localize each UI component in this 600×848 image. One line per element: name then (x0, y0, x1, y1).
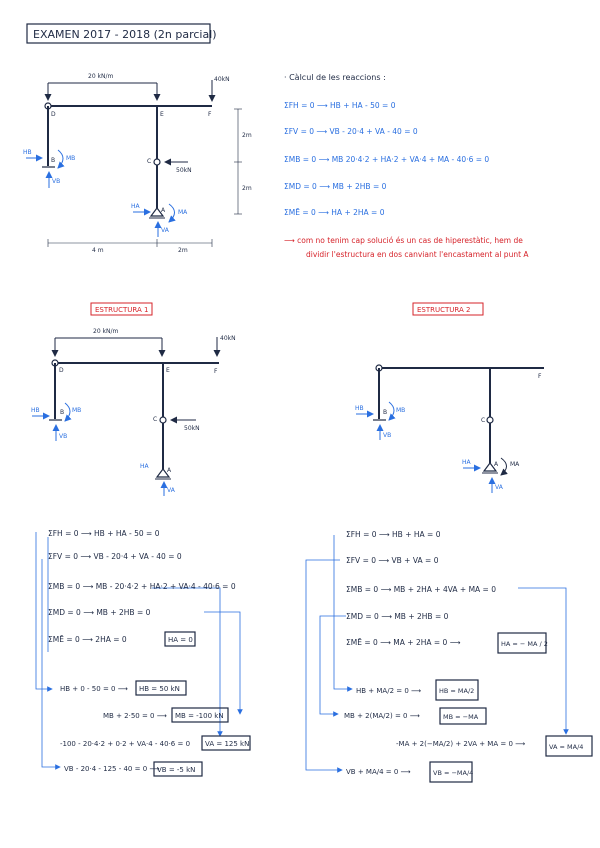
svg-text:VB: VB (52, 178, 60, 185)
s1-result-ha: HA = 0 (168, 636, 193, 644)
svg-text:HA: HA (140, 463, 150, 470)
svg-text:HA: HA (131, 203, 141, 210)
calc-eq-2: ΣFV = 0 ⟶ VB - 20·4 + VA - 40 = 0 (284, 127, 418, 136)
svg-text:2m: 2m (242, 132, 252, 139)
svg-text:F: F (538, 373, 542, 380)
s2-eq-1: ΣFH = 0 ⟶ HB + HA = 0 (346, 530, 441, 539)
svg-text:E: E (166, 367, 170, 374)
svg-text:VB: VB (383, 432, 391, 439)
note-line-1: ⟶ com no tenim cap solució és un cas de … (284, 236, 523, 245)
svg-text:C: C (147, 158, 151, 165)
reaction-calculation: · Càlcul de les reaccions : ΣFH = 0 ⟶ HB… (284, 73, 529, 259)
svg-text:HB: HB (355, 405, 364, 412)
svg-text:D: D (51, 111, 56, 118)
svg-text:VA: VA (161, 227, 170, 234)
s2-step-4: VB + MA/4 = 0 ⟶ (346, 768, 411, 776)
calc-eq-5: ΣMĒ = 0 ⟶ HA + 2HA = 0 (284, 208, 385, 217)
force-label: 40kN (214, 76, 230, 83)
svg-text:40kN: 40kN (220, 335, 236, 342)
svg-text:HB: HB (23, 149, 32, 156)
s1-eq-2: ΣFV = 0 ⟶ VB - 20·4 + VA - 40 = 0 (48, 552, 182, 561)
title-box (26, 23, 211, 44)
svg-text:E: E (160, 111, 164, 118)
svg-text:VB: VB (59, 433, 67, 440)
s2-result-va: VA = MA/4 (549, 743, 583, 751)
svg-text:A: A (161, 207, 166, 214)
svg-text:MB: MB (72, 407, 81, 414)
s2-step-2: MB + 2(MA/2) = 0 ⟶ (344, 712, 420, 720)
s1-eq-1: ΣFH = 0 ⟶ HB + HA - 50 = 0 (48, 529, 160, 538)
calc-eq-3: ΣMB = 0 ⟶ MB 20·4·2 + HA·2 + VA·4 + MA -… (284, 155, 489, 164)
svg-text:2m: 2m (242, 185, 252, 192)
svg-text:D: D (59, 367, 64, 374)
svg-text:2m: 2m (178, 247, 188, 254)
s1-eq-4: ΣMD = 0 ⟶ MB + 2HB = 0 (48, 608, 151, 617)
diagram-structure-2: ESTRUCTURA 2 F B C A HB VB MB HA VA MA (355, 302, 544, 493)
svg-text:F: F (214, 368, 218, 375)
calc-eq-1: ΣFH = 0 ⟶ HB + HA - 50 = 0 (284, 101, 396, 110)
load-label: 20 kN/m (88, 73, 114, 80)
s1-result-va: VA = 125 kN (205, 740, 249, 748)
s1-eq-3: ΣMB = 0 ⟶ MB - 20·4·2 + HA·2 + VA·4 - 40… (48, 582, 236, 591)
svg-text:HA: HA (462, 459, 472, 466)
svg-text:MA: MA (178, 209, 188, 216)
calc-eq-4: ΣMD = 0 ⟶ MB + 2HB = 0 (284, 182, 387, 191)
svg-text:C: C (481, 417, 485, 424)
svg-text:B: B (383, 409, 387, 416)
s2-step-3: -MA + 2(−MA/2) + 2VA + MA = 0 ⟶ (396, 740, 525, 748)
s1-result-mb: MB = -100 kN (175, 712, 224, 720)
diagram-structure-1: ESTRUCTURA 1 20 kN/m 40kN D E F B C 50kN… (31, 302, 236, 496)
svg-text:MA: MA (510, 461, 520, 468)
calc-heading: · Càlcul de les reaccions : (284, 73, 386, 82)
svg-text:HB: HB (31, 407, 40, 414)
s2-eq-5: ΣMĒ = 0 ⟶ MA + 2HA = 0 ⟶ (346, 638, 461, 647)
s1-step-2: MB + 2·50 = 0 ⟶ (103, 712, 167, 720)
s2-result-ha: HA = − MA / 2 (501, 640, 548, 648)
s2-eq-4: ΣMD = 0 ⟶ MB + 2HB = 0 (346, 612, 449, 621)
s1-eq-5: ΣMĒ = 0 ⟶ 2HA = 0 (48, 635, 127, 644)
svg-text:VA: VA (495, 484, 504, 491)
s1-step-1: HB + 0 - 50 = 0 ⟶ (60, 685, 128, 693)
s2-step-1: HB + MA/2 = 0 ⟶ (356, 687, 421, 695)
s2-eq-3: ΣMB = 0 ⟶ MB + 2HA + 4VA + MA = 0 (346, 585, 496, 594)
svg-text:B: B (51, 157, 55, 164)
svg-text:MB: MB (396, 407, 405, 414)
svg-text:C: C (153, 416, 157, 423)
svg-text:B: B (60, 409, 64, 416)
page-title: EXAMEN 2017 - 2018 (2n parcial) (33, 28, 217, 41)
s2-result-mb: MB = −MA (443, 713, 479, 721)
s1-step-4: VB - 20·4 - 125 - 40 = 0 ⟶ (64, 765, 159, 773)
svg-text:A: A (167, 467, 172, 474)
structure-2-label: ESTRUCTURA 2 (417, 306, 470, 314)
svg-text:MB: MB (66, 155, 75, 162)
s2-eq-2: ΣFV = 0 ⟶ VB + VA = 0 (346, 556, 439, 565)
svg-text:4 m: 4 m (92, 247, 104, 254)
s1-result-hb: HB = 50 kN (139, 685, 180, 693)
diagram-full-structure: 20 kN/m 40kN D E F B C 50kN A HB VB MB H… (23, 73, 252, 254)
s2-result-hb: HB = MA/2 (439, 687, 474, 695)
svg-text:50kN: 50kN (184, 425, 200, 432)
note-line-2: dividir l'estructura en dos canviant l'e… (306, 250, 529, 259)
svg-text:VA: VA (167, 487, 176, 494)
s2-result-vb: VB = −MA/4 (433, 769, 473, 777)
structure-1-label: ESTRUCTURA 1 (95, 306, 148, 314)
svg-text:20 kN/m: 20 kN/m (93, 328, 119, 335)
structure-1-equations: ΣFH = 0 ⟶ HB + HA - 50 = 0 ΣFV = 0 ⟶ VB … (35, 529, 251, 777)
s1-step-3: -100 - 20·4·2 + 0·2 + VA·4 - 40·6 = 0 (60, 740, 190, 748)
s1-result-vb: VB = -5 kN (157, 766, 195, 774)
structure-2-equations: ΣFH = 0 ⟶ HB + HA = 0 ΣFV = 0 ⟶ VB + VA … (305, 530, 593, 783)
svg-text:50kN: 50kN (176, 167, 192, 174)
svg-text:F: F (208, 111, 212, 118)
svg-text:A: A (494, 461, 499, 468)
